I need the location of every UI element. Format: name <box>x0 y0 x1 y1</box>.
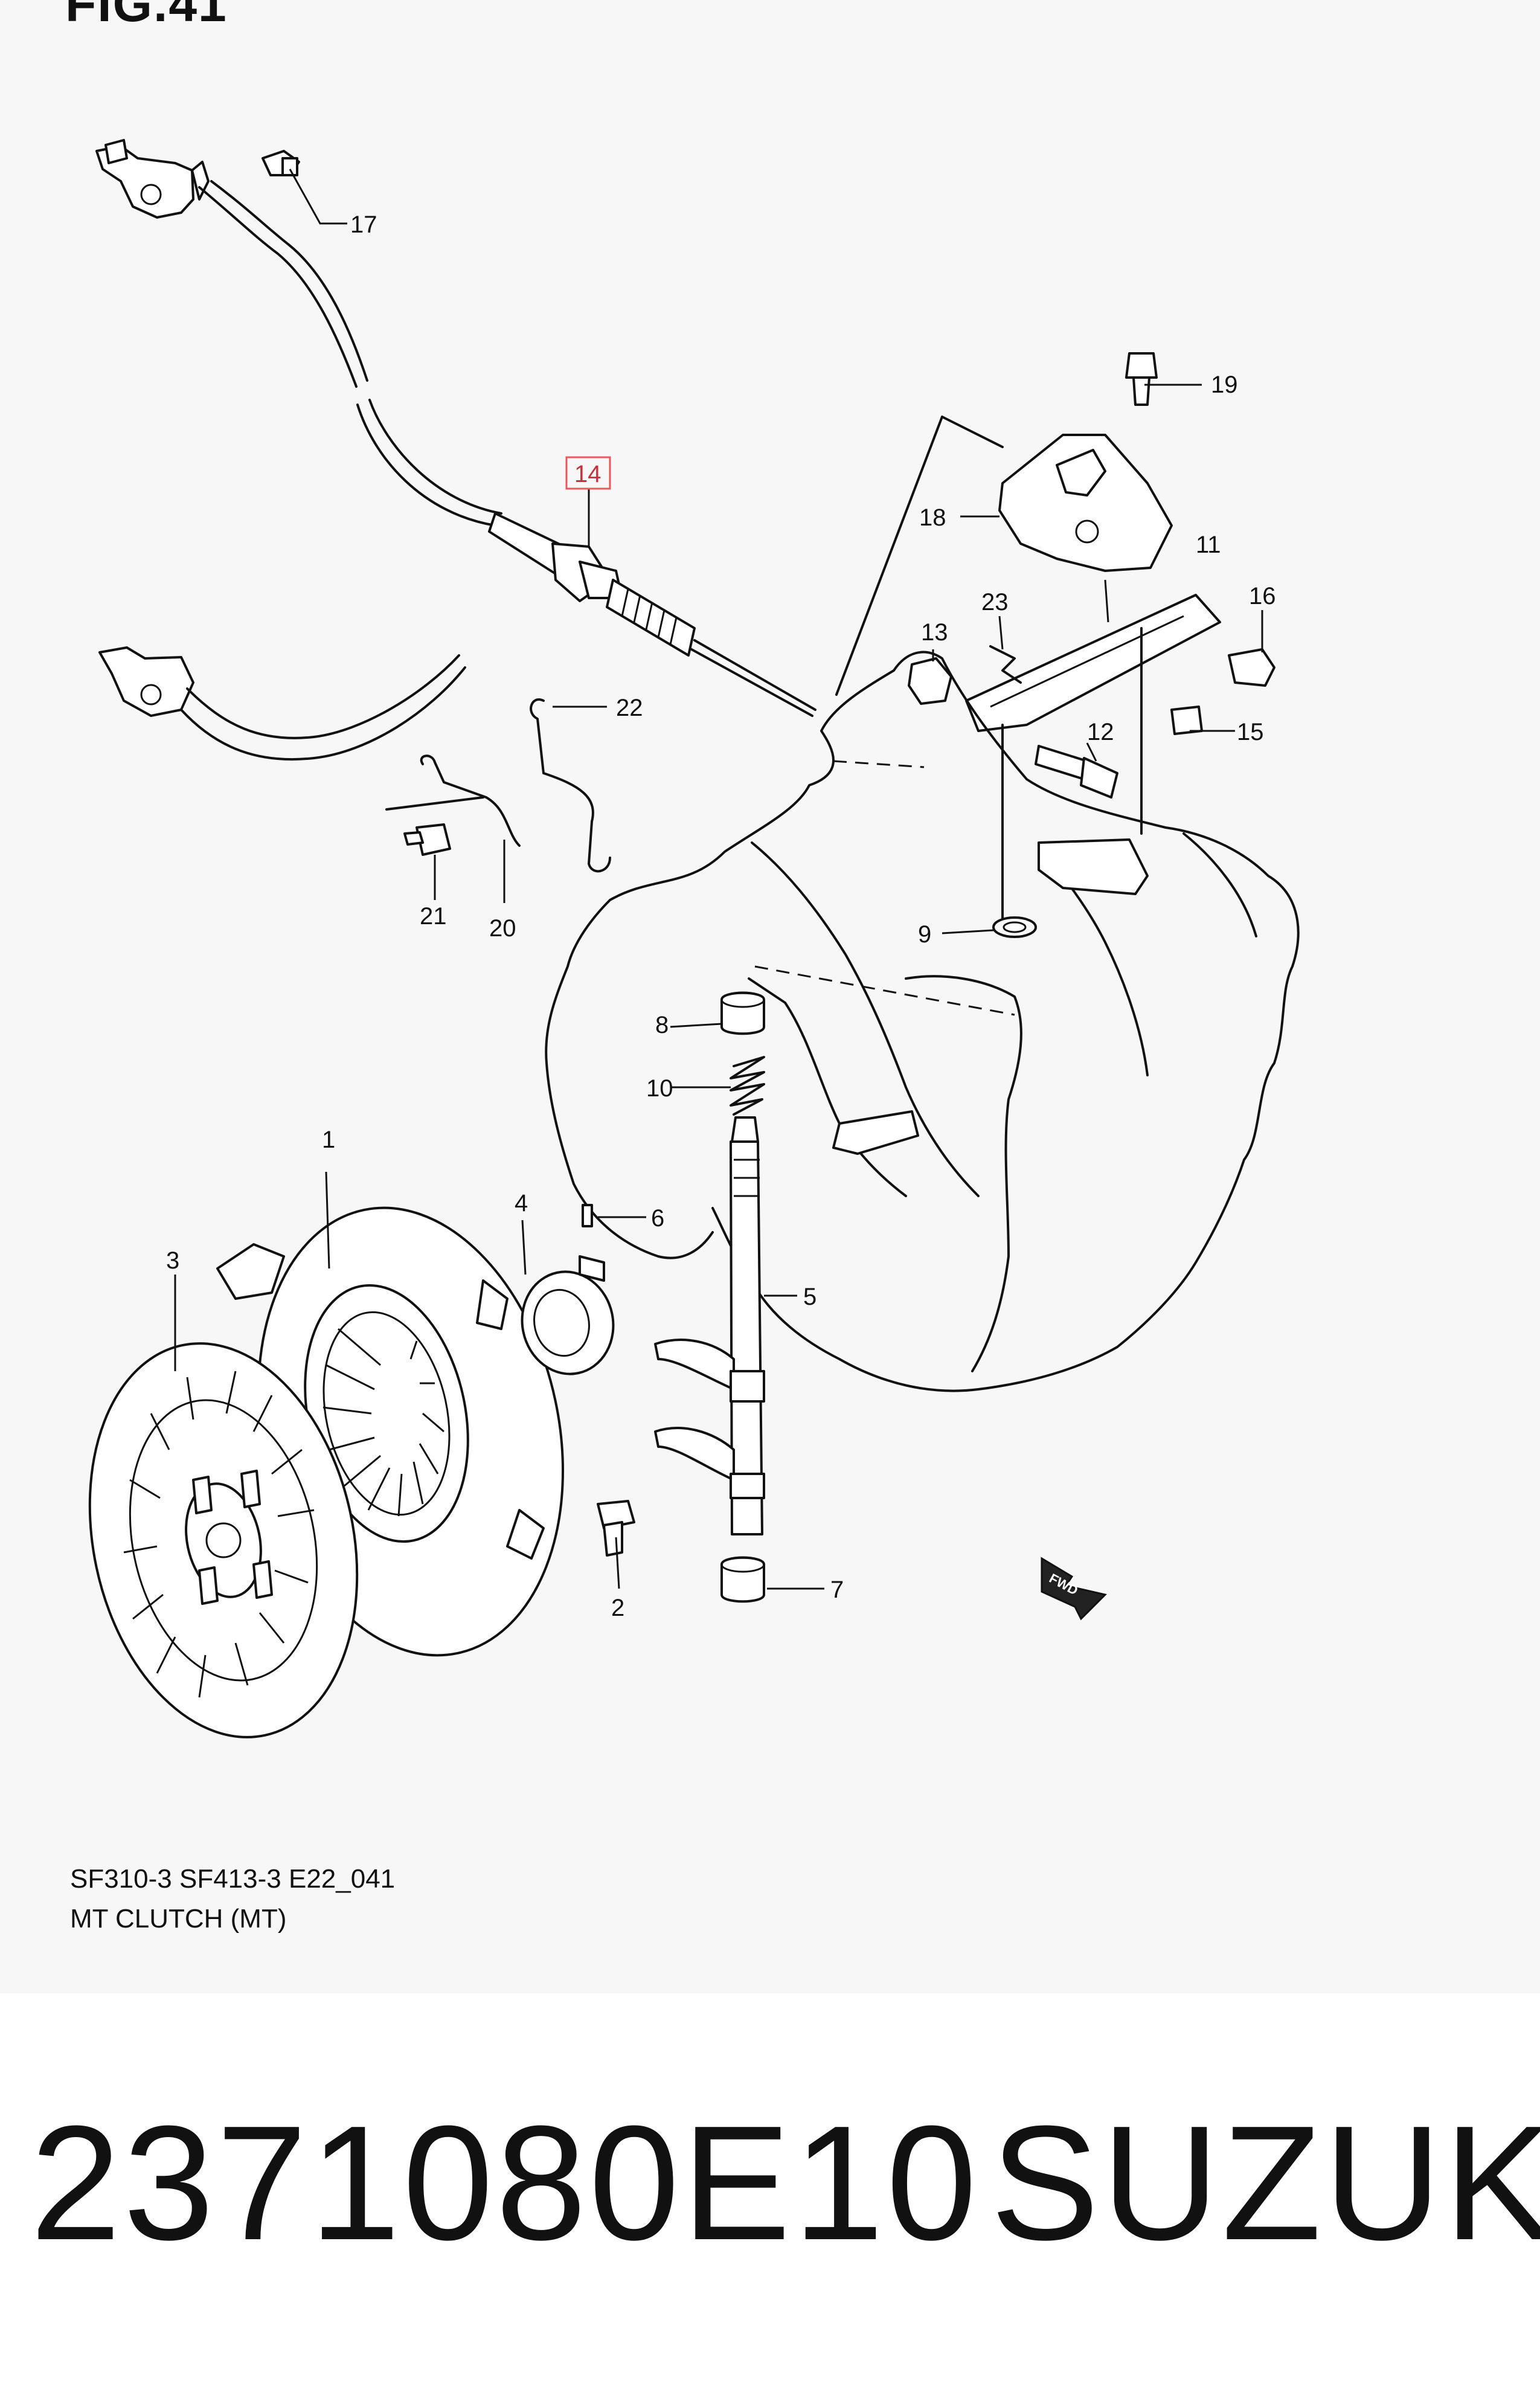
spring-10 <box>730 1056 765 1116</box>
callout-13: 13 <box>921 619 948 646</box>
highlight-box-14 <box>565 456 611 490</box>
clip-23 <box>989 645 1022 684</box>
bolt-17 <box>261 150 300 176</box>
diagram-caption: MT CLUTCH (MT) <box>70 1904 287 1934</box>
callout-10: 10 <box>646 1075 673 1102</box>
callout-15: 15 <box>1237 719 1264 745</box>
callout-7: 7 <box>830 1577 844 1603</box>
part-number: 2371080E10 <box>30 2092 980 2274</box>
bolt-2 <box>597 1500 635 1557</box>
callout-8: 8 <box>655 1012 669 1038</box>
release-lever-11 <box>965 594 1221 919</box>
callout-21: 21 <box>420 903 447 930</box>
release-shaft-5 <box>654 1116 765 1535</box>
clutch-pedal-upper <box>95 139 210 219</box>
bushing-7 <box>720 1556 765 1603</box>
clutch-pedal-lower <box>98 646 466 761</box>
clutch-disc-3 <box>88 1342 359 1738</box>
callout-19: 19 <box>1211 371 1238 398</box>
callout-22: 22 <box>616 695 643 721</box>
pin-6 <box>582 1204 593 1227</box>
bolt-21 <box>403 823 451 856</box>
bushing-8 <box>720 991 765 1035</box>
figure-header: FIG.41 <box>65 0 228 32</box>
part-banner <box>0 1993 1540 2392</box>
callout-3: 3 <box>166 1247 179 1274</box>
callout-5: 5 <box>803 1284 817 1310</box>
callout-23: 23 <box>981 589 1009 616</box>
fwd-arrow: FWD <box>1041 1557 1107 1621</box>
spring-20 <box>385 754 521 847</box>
callout-12: 12 <box>1087 719 1114 745</box>
release-bearing-4 <box>521 1255 615 1375</box>
clutch-cable <box>198 180 817 717</box>
callout-16: 16 <box>1249 583 1276 609</box>
spring-22 <box>530 698 611 873</box>
callout-6: 6 <box>651 1205 664 1232</box>
callout-17: 17 <box>350 211 377 238</box>
leader-lines <box>174 169 1263 1590</box>
seal-9 <box>992 916 1037 938</box>
callout-11: 11 <box>1196 532 1221 558</box>
bolt-19 <box>1125 352 1158 406</box>
callouts: 1 2 3 4 5 6 7 8 9 10 11 12 13 14 15 16 1… <box>166 211 1276 1621</box>
callout-9: 9 <box>918 921 931 948</box>
callout-1: 1 <box>322 1127 335 1153</box>
callout-18: 18 <box>919 504 946 531</box>
bolt-12 <box>1035 745 1118 799</box>
callout-2: 2 <box>611 1595 624 1621</box>
cap-16 <box>1228 648 1275 687</box>
callout-14: 14 <box>574 461 602 487</box>
sleeve-15 <box>1170 706 1203 735</box>
nut-13 <box>908 657 952 705</box>
callout-4: 4 <box>515 1190 528 1217</box>
exploded-parts-diagram: FWD 1 2 3 4 5 6 7 8 9 10 <box>88 139 1300 1738</box>
bracket-18 <box>998 434 1173 572</box>
transmission-housing <box>545 416 1300 1392</box>
diagram-code: SF310-3 SF413-3 E22_041 <box>70 1864 396 1894</box>
brand-name: SUZUKI <box>990 2092 1540 2274</box>
callout-20: 20 <box>489 915 516 942</box>
